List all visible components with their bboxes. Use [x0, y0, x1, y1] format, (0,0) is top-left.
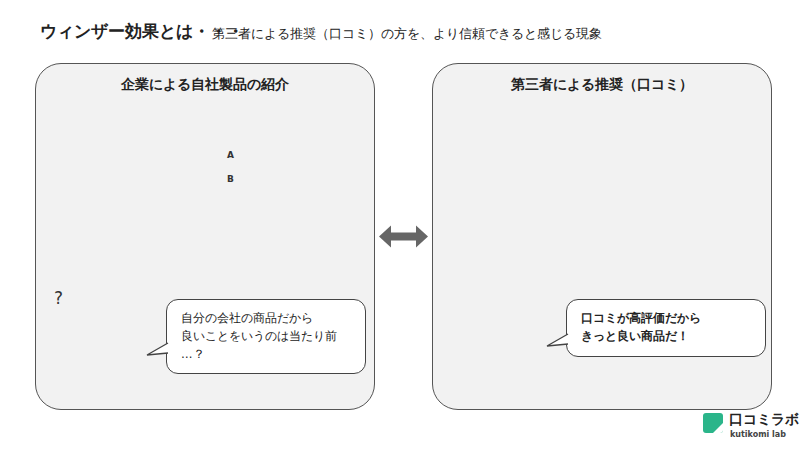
- bubble-tail: [546, 332, 568, 352]
- bubble-text: 口コミが高評価だから きっと良い商品だ！: [581, 310, 751, 346]
- double-arrow: [379, 226, 428, 248]
- chart-letter: A: [227, 150, 234, 160]
- logo-mark-fold: [713, 423, 723, 433]
- panel-heading: 企業による自社製品の紹介: [36, 76, 374, 94]
- speech-bubble: 口コミが高評価だから きっと良い商品だ！: [566, 299, 766, 357]
- bubble-text: 自分の会社の商品だから 良いことをいうのは当たり前 …？: [181, 310, 351, 363]
- panel-box: 企業による自社製品の紹介自分の会社の商品だから 良いことをいうのは当たり前 …？: [35, 63, 375, 410]
- logo-subtext: kutikomi lab: [730, 430, 786, 439]
- subtitle: 第三者による推奨（口コミ）の方を、より信頼できると感じる現象: [212, 25, 602, 43]
- panel-heading: 第三者による推奨（口コミ）: [433, 76, 771, 94]
- speech-bubble: 自分の会社の商品だから 良いことをいうのは当たり前 …？: [166, 299, 366, 374]
- chart-letter: B: [227, 174, 234, 184]
- panel-box: 第三者による推奨（口コミ） 口コミが高評価だから きっと良い商品だ！: [432, 63, 772, 410]
- logo-mark: [703, 413, 723, 433]
- bubble-tail: [146, 341, 168, 361]
- logo-text: 口コミラボ: [729, 411, 799, 429]
- question-mark: ?: [54, 288, 63, 308]
